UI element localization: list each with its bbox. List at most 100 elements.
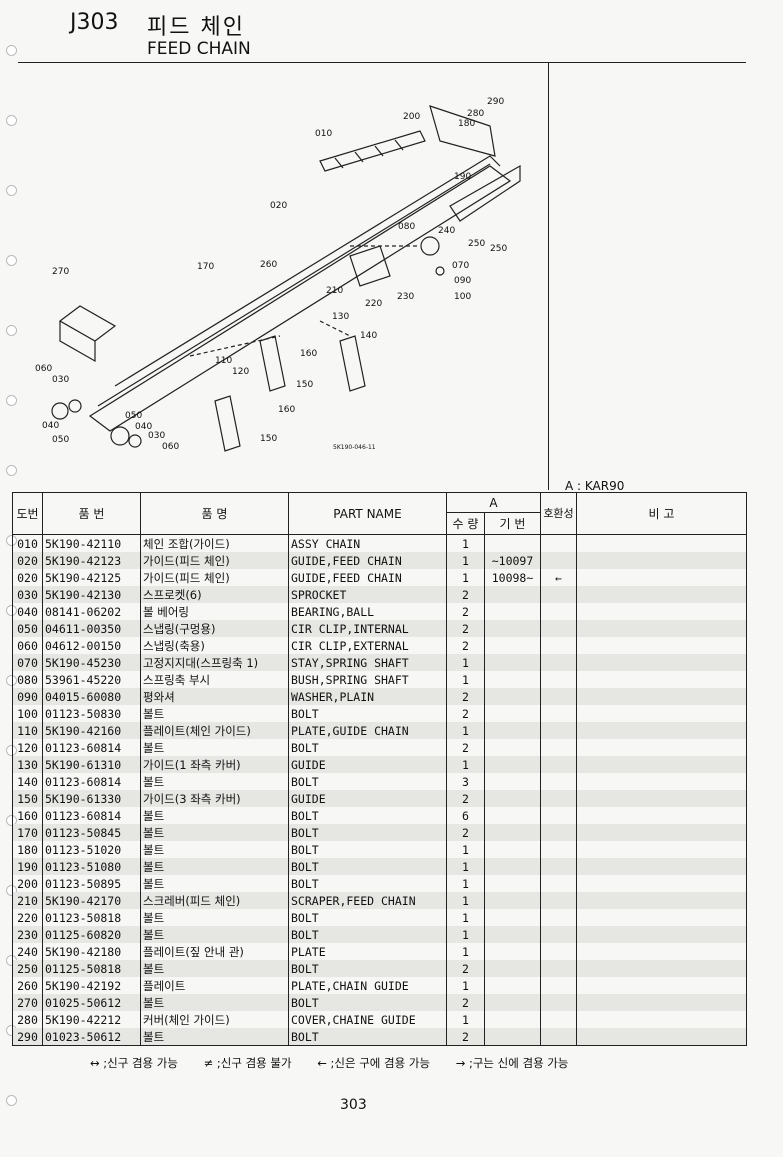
remarks-cell: [576, 960, 747, 977]
quantity-cell: 2: [446, 739, 485, 756]
item-number-cell: 160: [12, 807, 43, 824]
korean-name-cell: 볼트: [140, 858, 289, 875]
svg-text:240: 240: [438, 226, 455, 236]
compatibility-cell: [540, 534, 577, 552]
serial-cell: [484, 875, 541, 892]
remarks-cell: [576, 1028, 747, 1046]
serial-cell: [484, 926, 541, 943]
part-name-cell: SCRAPER,FEED CHAIN: [288, 892, 447, 909]
svg-text:120: 120: [232, 367, 249, 377]
remarks-cell: [576, 994, 747, 1011]
compatibility-cell: [540, 722, 577, 739]
part-name-cell: BUSH,SPRING SHAFT: [288, 671, 447, 688]
item-number-cell: 190: [12, 858, 43, 875]
quantity-cell: 3: [446, 773, 485, 790]
korean-name-cell: 볼트: [140, 926, 289, 943]
quantity-cell: 1: [446, 722, 485, 739]
compatibility-cell: [540, 671, 577, 688]
quantity-cell: 1: [446, 654, 485, 671]
compatibility-cell: [540, 824, 577, 841]
header-part-number: 품 번: [42, 492, 141, 535]
svg-text:090: 090: [454, 276, 471, 286]
item-number-cell: 230: [12, 926, 43, 943]
svg-text:220: 220: [365, 299, 382, 309]
remarks-cell: [576, 756, 747, 773]
korean-name-cell: 가이드(피드 체인): [140, 552, 289, 569]
item-number-cell: 110: [12, 722, 43, 739]
svg-text:160: 160: [300, 349, 317, 359]
part-number-cell: 01123-60814: [42, 739, 141, 756]
part-name-cell: BOLT: [288, 824, 447, 841]
part-number-cell: 01023-50612: [42, 1028, 141, 1046]
item-number-cell: 030: [12, 586, 43, 603]
part-number-cell: 5K190-42130: [42, 586, 141, 603]
item-number-cell: 200: [12, 875, 43, 892]
remarks-cell: [576, 671, 747, 688]
svg-text:060: 060: [35, 364, 52, 374]
serial-cell: [484, 688, 541, 705]
svg-text:160: 160: [278, 405, 295, 415]
svg-text:5K190-046-11: 5K190-046-11: [333, 444, 376, 451]
serial-cell: [484, 654, 541, 671]
header-no: 도번: [12, 492, 43, 535]
korean-name-cell: 평와셔: [140, 688, 289, 705]
part-name-cell: CIR CLIP,EXTERNAL: [288, 637, 447, 654]
korean-name-cell: 스프로켓(6): [140, 586, 289, 603]
compatibility-cell: [540, 552, 577, 569]
svg-text:060: 060: [162, 442, 179, 452]
korean-name-cell: 플레이트(짚 안내 관): [140, 943, 289, 960]
compatibility-cell: [540, 756, 577, 773]
chain-links: [319, 130, 426, 172]
serial-cell: [484, 637, 541, 654]
part-name-cell: BOLT: [288, 858, 447, 875]
remarks-cell: [576, 807, 747, 824]
compatibility-cell: [540, 807, 577, 824]
korean-name-cell: 스프링축 부시: [140, 671, 289, 688]
item-number-cell: 280: [12, 1011, 43, 1028]
part-number-cell: 04611-00350: [42, 620, 141, 637]
serial-cell: [484, 620, 541, 637]
quantity-cell: 6: [446, 807, 485, 824]
item-number-cell: 250: [12, 960, 43, 977]
korean-name-cell: 볼트: [140, 773, 289, 790]
compatibility-cell: ←: [540, 569, 577, 586]
part-name-cell: STAY,SPRING SHAFT: [288, 654, 447, 671]
remarks-cell: [576, 875, 747, 892]
part-number-cell: 5K190-42160: [42, 722, 141, 739]
model-applicability-note: A : KAR90: [565, 479, 625, 493]
header-rule: [18, 62, 746, 63]
part-name-cell: BOLT: [288, 739, 447, 756]
korean-name-cell: 볼트: [140, 807, 289, 824]
quantity-cell: 2: [446, 960, 485, 977]
part-number-cell: 01123-50845: [42, 824, 141, 841]
quantity-cell: 1: [446, 552, 485, 569]
item-number-cell: 020: [12, 552, 43, 569]
item-number-cell: 050: [12, 620, 43, 637]
remarks-cell: [576, 858, 747, 875]
quantity-cell: 1: [446, 892, 485, 909]
legend-item: ↔ ;신구 겸용 가능: [90, 1056, 178, 1070]
item-number-cell: 080: [12, 671, 43, 688]
quantity-cell: 1: [446, 943, 485, 960]
svg-text:280: 280: [467, 109, 484, 119]
header-serial: 기 번: [484, 512, 541, 535]
diagram-divider: [548, 62, 549, 490]
remarks-cell: [576, 637, 747, 654]
remarks-cell: [576, 705, 747, 722]
remarks-cell: [576, 1011, 747, 1028]
